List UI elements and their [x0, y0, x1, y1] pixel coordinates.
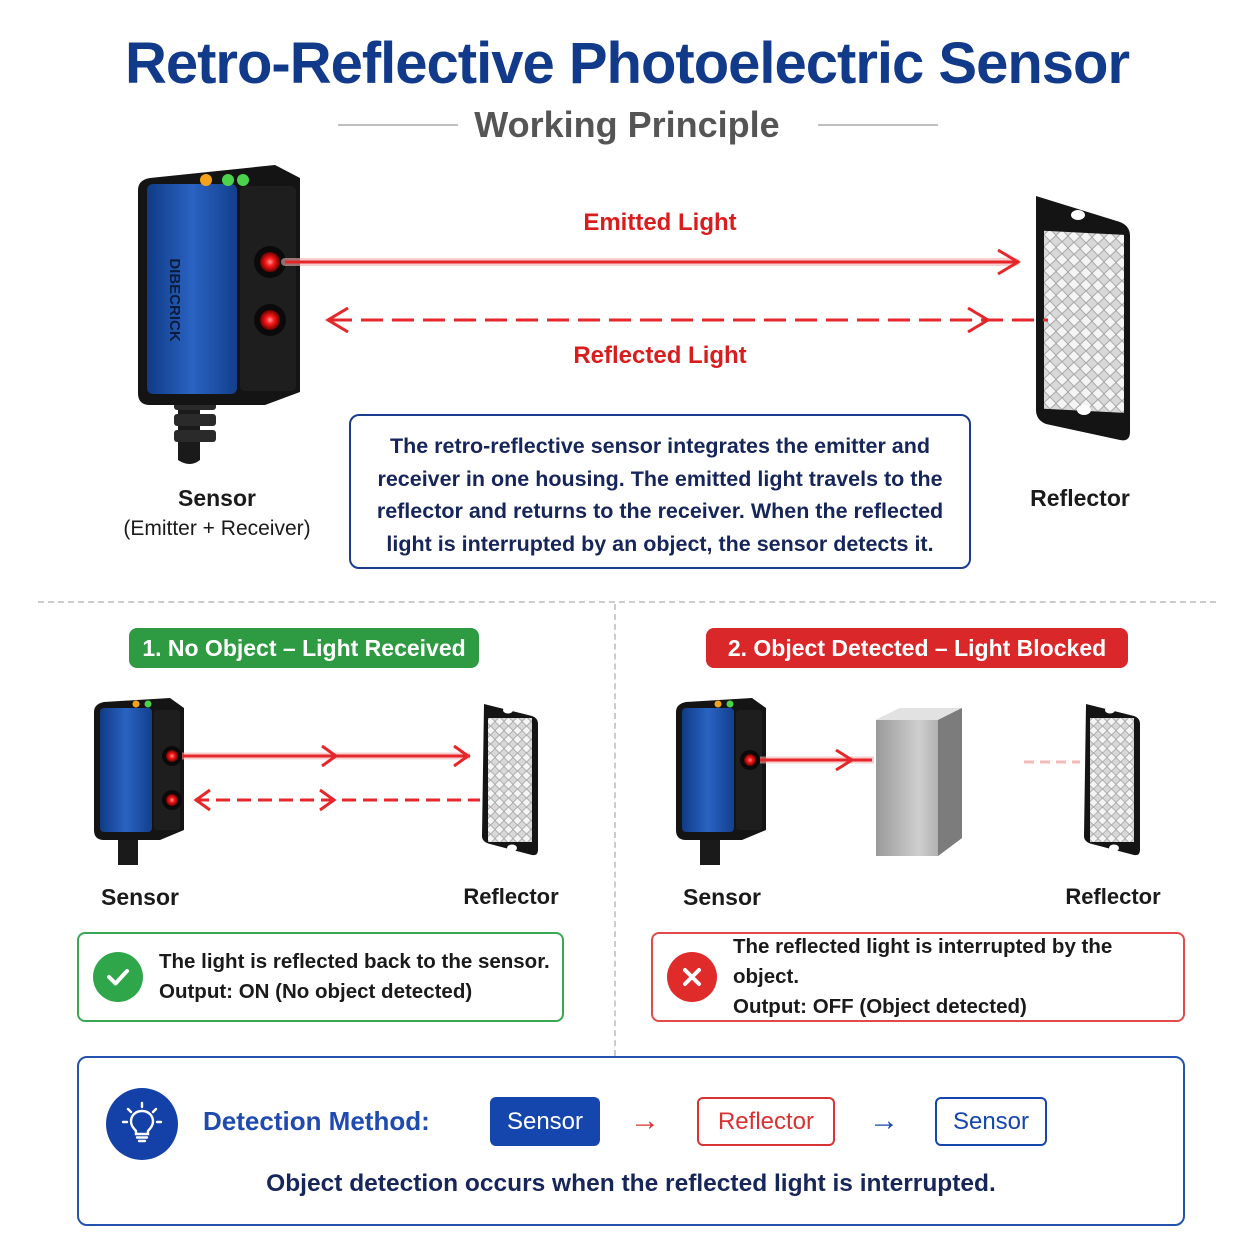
status-on-box: The light is reflected back to the senso… [77, 932, 564, 1022]
flow-arrow-right-icon: → [869, 1104, 899, 1137]
status-on-line1: The light is reflected back to the senso… [159, 950, 550, 973]
case1-reflector-label: Reflector [463, 884, 559, 909]
x-icon [667, 952, 717, 1002]
case1-reflector-icon [482, 704, 538, 856]
case1-reflected-beam [193, 788, 480, 812]
subtitle-rule-right [818, 124, 938, 126]
case-no-object-title: 1. No Object – Light Received [129, 628, 479, 668]
reflected-beam [325, 306, 1048, 334]
sensor-device-icon: DIBECRICK [138, 165, 300, 464]
status-off-box: The reflected light is interrupted by th… [651, 932, 1185, 1022]
detection-method-box [77, 1056, 1185, 1226]
detection-method-note: Object detection occurs when the reflect… [266, 1170, 996, 1197]
status-off-line2: Output: OFF (Object detected) [733, 995, 1027, 1018]
case1-emitted-beam [182, 744, 471, 768]
subtitle-container: Working Principle [0, 104, 1254, 146]
emitted-beam [281, 248, 1021, 276]
page-subtitle: Working Principle [474, 104, 780, 145]
case2-sensor-label: Sensor [683, 884, 761, 910]
reflector-label: Reflector [1030, 485, 1130, 511]
emitted-light-label: Emitted Light [583, 209, 737, 236]
subtitle-rule-left [338, 124, 458, 126]
case1-sensor-label: Sensor [101, 884, 179, 910]
main-diagram: DIBECRICK [138, 165, 1130, 464]
description-box: The retro-reflective sensor integrates t… [349, 414, 971, 569]
case2-sensor-icon [676, 698, 766, 865]
case-object-title: 2. Object Detected – Light Blocked [706, 628, 1128, 668]
lightbulb-icon [106, 1088, 178, 1160]
detection-method-label: Detection Method: [203, 1106, 430, 1136]
check-icon [93, 952, 143, 1002]
case2-reflector-icon [1084, 704, 1140, 856]
status-off-line1: The reflected light is interrupted by th… [733, 935, 1113, 988]
case1-sensor-icon [94, 698, 184, 865]
sensor-sublabel: (Emitter + Receiver) [123, 517, 311, 540]
section-divider-vertical [614, 604, 616, 1056]
status-off-text: The reflected light is interrupted by th… [733, 932, 1183, 1022]
reflected-light-label: Reflected Light [573, 342, 747, 369]
status-on-text: The light is reflected back to the senso… [159, 947, 550, 1007]
case2-reflector-label: Reflector [1065, 884, 1161, 909]
page-title: Retro-Reflective Photoelectric Sensor [124, 31, 1130, 96]
sensor-brand-text: DIBECRICK [166, 258, 183, 342]
flow-chip-sensor-start: Sensor [490, 1097, 600, 1146]
reflector-icon [1036, 196, 1130, 441]
flow-chip-sensor-end: Sensor [935, 1097, 1047, 1146]
section-divider-horizontal [38, 601, 1216, 603]
case2-emitted-beam [760, 748, 874, 772]
blocking-object-icon [876, 708, 962, 856]
sensor-label: Sensor [178, 485, 256, 511]
flow-chip-reflector: Reflector [697, 1097, 835, 1146]
status-on-line2: Output: ON (No object detected) [159, 980, 473, 1003]
flow-arrow-right-icon: → [630, 1104, 660, 1137]
case-diagrams [94, 698, 1140, 865]
